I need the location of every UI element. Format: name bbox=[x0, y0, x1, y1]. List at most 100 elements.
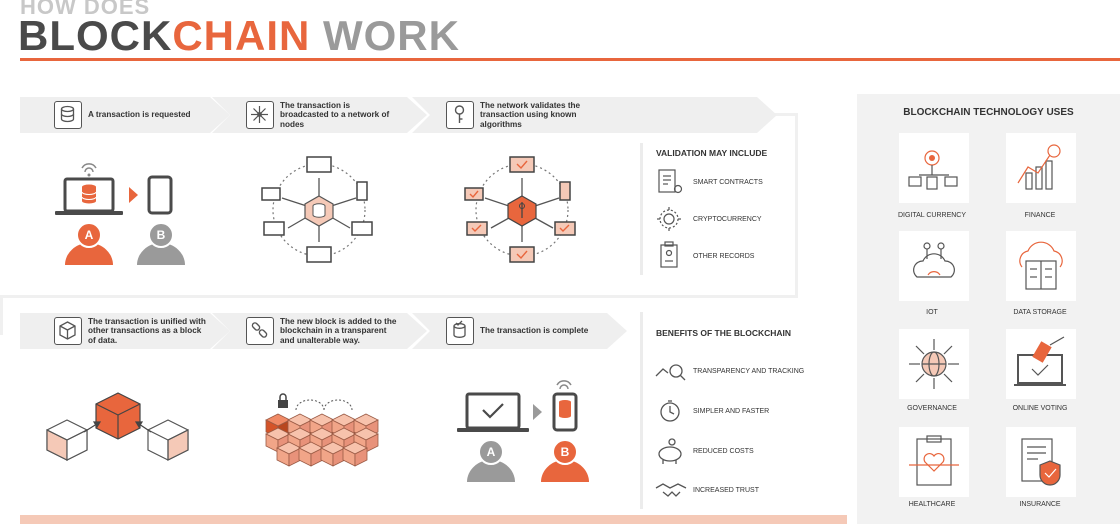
person-a-avatar bbox=[65, 222, 113, 265]
piggy-bank-icon bbox=[658, 438, 682, 464]
online-voting-icon bbox=[1014, 336, 1066, 386]
digital-currency-tile bbox=[899, 133, 969, 203]
step-5: The new block is added to the blockchain… bbox=[212, 313, 427, 349]
use-label: DATA STORAGE bbox=[1013, 309, 1067, 316]
blockchain-illustration bbox=[265, 393, 379, 467]
validation-network-illustration bbox=[464, 156, 576, 263]
network-icon bbox=[246, 101, 274, 129]
validation-item: CRYPTOCURRENCY bbox=[693, 216, 762, 223]
wifi-icon bbox=[556, 380, 572, 390]
person-b-avatar bbox=[137, 222, 185, 265]
digital-currency-icon bbox=[908, 150, 958, 190]
person-a-label: A bbox=[85, 228, 94, 242]
finance-tile bbox=[1006, 133, 1076, 203]
benefit-item: INCREASED TRUST bbox=[693, 487, 759, 494]
broadcast-network-illustration bbox=[261, 156, 373, 263]
step-4: The transaction is unified with other tr… bbox=[20, 313, 230, 349]
chain-cube bbox=[354, 447, 368, 467]
use-label: HEALTHCARE bbox=[908, 501, 956, 508]
step-6: The transaction is complete bbox=[412, 313, 627, 349]
benefit-item: TRANSPARENCY AND TRACKING bbox=[693, 368, 805, 375]
insurance-tile bbox=[1006, 427, 1076, 497]
data-storage-icon bbox=[1019, 241, 1063, 290]
use-label: IOT bbox=[926, 309, 938, 316]
bottom-bar bbox=[20, 515, 847, 524]
validation-title: VALIDATION MAY INCLUDE bbox=[656, 148, 768, 158]
connector-line bbox=[0, 295, 798, 298]
database-icon bbox=[81, 184, 97, 204]
online-voting-tile bbox=[1006, 329, 1076, 399]
person-a-avatar bbox=[467, 439, 515, 482]
connector-line bbox=[770, 113, 798, 116]
governance-tile bbox=[899, 329, 969, 399]
pre-title: HOW DOES bbox=[20, 0, 151, 19]
healthcare-tile bbox=[899, 427, 969, 497]
step-2-text: The transaction is broadcasted to a netw… bbox=[280, 100, 390, 129]
block-icon bbox=[507, 195, 537, 227]
person-b-label: B bbox=[561, 445, 570, 459]
wifi-icon bbox=[81, 163, 97, 173]
handshake-icon bbox=[655, 483, 687, 497]
phone-icon bbox=[147, 175, 173, 215]
laptop-icon bbox=[465, 392, 521, 430]
use-label: INSURANCE bbox=[1019, 501, 1061, 508]
use-label: FINANCE bbox=[1024, 212, 1056, 219]
block-icon bbox=[304, 195, 334, 227]
finance-icon bbox=[1017, 144, 1061, 190]
stopwatch-icon bbox=[660, 400, 680, 422]
title-part-chain: CHAIN bbox=[172, 12, 311, 59]
step-5-text: The new block is added to the blockchain… bbox=[280, 316, 397, 345]
cube-icon bbox=[46, 419, 88, 461]
connector-line bbox=[795, 113, 798, 298]
person-b-avatar bbox=[541, 439, 589, 482]
smart-contract-icon bbox=[658, 169, 683, 194]
data-storage-tile bbox=[1006, 231, 1076, 301]
title-part-work: WORK bbox=[310, 12, 460, 59]
use-label: DIGITAL CURRENCY bbox=[897, 212, 967, 219]
database-icon bbox=[54, 101, 82, 129]
transaction-request-illustration: A B bbox=[55, 163, 185, 265]
title-part-block: BLOCK bbox=[18, 12, 173, 59]
page-title: BLOCKCHAIN WORK bbox=[18, 14, 460, 58]
uses-title: BLOCKCHAIN TECHNOLOGY USES bbox=[903, 107, 1074, 118]
cube-icon bbox=[54, 317, 82, 345]
other-records-icon bbox=[660, 241, 678, 268]
block-unify-illustration bbox=[46, 392, 189, 461]
step-1-text: A transaction is requested bbox=[88, 110, 191, 120]
cryptocurrency-icon bbox=[657, 207, 681, 231]
step-4-text: The transaction is unified with other tr… bbox=[88, 316, 206, 345]
database-icon bbox=[559, 400, 571, 418]
cube-icon bbox=[147, 419, 189, 461]
iot-tile bbox=[899, 231, 969, 301]
step-1: A transaction is requested bbox=[20, 97, 230, 133]
key-icon bbox=[446, 101, 474, 129]
validation-icons bbox=[657, 169, 683, 268]
step-6-text: The transaction is complete bbox=[480, 326, 589, 336]
arrow-right-icon bbox=[533, 404, 542, 420]
iot-icon bbox=[913, 242, 955, 278]
transaction-complete-illustration: A B bbox=[457, 380, 589, 482]
lock-icon bbox=[278, 400, 288, 408]
benefit-item: SIMPLER AND FASTER bbox=[693, 408, 770, 415]
chain-link-icon bbox=[246, 317, 274, 345]
divider bbox=[640, 312, 643, 509]
person-b-label: B bbox=[157, 228, 166, 242]
title-rule bbox=[20, 58, 1120, 61]
governance-icon bbox=[909, 339, 959, 389]
healthcare-icon bbox=[909, 435, 959, 486]
benefits-icons bbox=[655, 364, 687, 497]
validation-item: OTHER RECORDS bbox=[693, 253, 755, 260]
check-icon bbox=[482, 403, 504, 419]
person-a-label: A bbox=[487, 445, 496, 459]
magnifier-icon bbox=[655, 364, 686, 381]
node-icon bbox=[261, 156, 373, 263]
step-3: The network validates the transaction us… bbox=[412, 97, 777, 133]
cube-icon bbox=[95, 392, 141, 440]
connector-line bbox=[0, 295, 3, 335]
blockchain-cubes bbox=[265, 413, 379, 467]
insurance-icon bbox=[1021, 438, 1061, 486]
arrow-right-icon bbox=[129, 187, 138, 203]
validation-item: SMART CONTRACTS bbox=[693, 179, 763, 186]
use-label: ONLINE VOTING bbox=[1012, 405, 1068, 412]
step-3-text: The network validates the transaction us… bbox=[480, 100, 581, 129]
